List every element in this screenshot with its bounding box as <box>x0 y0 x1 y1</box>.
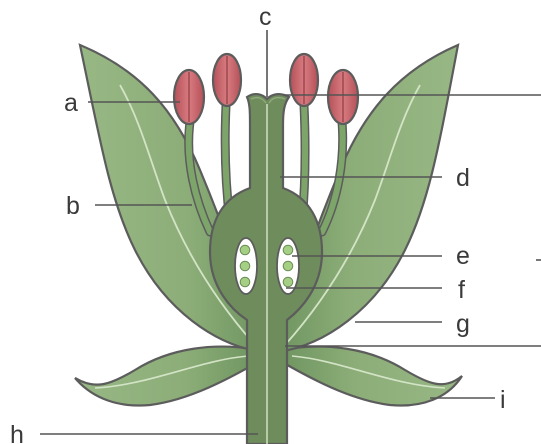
label-e: e <box>456 242 470 270</box>
anther-3 <box>290 54 318 106</box>
ovule <box>240 261 250 271</box>
label-b: b <box>66 192 80 220</box>
label-h: h <box>10 421 24 444</box>
anther-4 <box>328 70 358 124</box>
label-f: f <box>458 276 465 304</box>
label-g: g <box>456 310 470 338</box>
ovule <box>283 277 293 287</box>
ovule <box>240 277 250 287</box>
label-c: c <box>259 3 272 31</box>
label-a: a <box>64 89 78 117</box>
sepal-left <box>75 347 258 406</box>
anther-1 <box>174 70 204 124</box>
ovule <box>283 261 293 271</box>
label-d: d <box>456 164 470 192</box>
label-i: i <box>500 386 506 414</box>
ovule <box>283 245 293 255</box>
sepal-right <box>282 347 462 406</box>
ovule <box>240 245 250 255</box>
anther-2 <box>213 54 241 106</box>
